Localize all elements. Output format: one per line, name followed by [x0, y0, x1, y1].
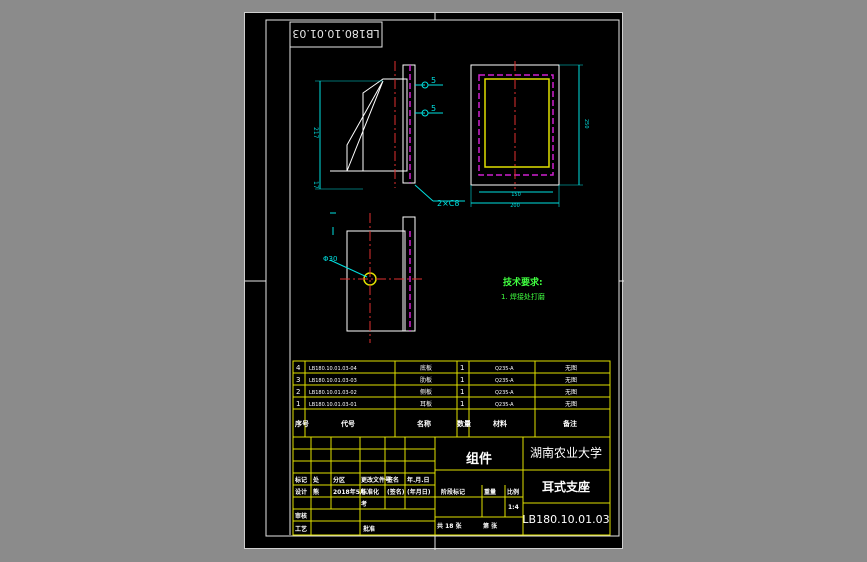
dim-right-height: 250 [583, 119, 589, 129]
hdr-name: 名称 [417, 419, 431, 428]
lbl-stage: 阶段标记 [441, 488, 465, 496]
dim-inner-width: 150 [511, 192, 521, 198]
part-name: 耳式支座 [542, 479, 590, 494]
parts-cell-name: 耳板 [420, 400, 432, 408]
parts-cell-material: Q235-A [495, 390, 514, 396]
lbl-sign2: (签名) [387, 488, 405, 496]
cad-drawing: LB180.10.01.03 217 17 5 5 2×C8 150 [245, 13, 624, 550]
parts-cell-material: Q235-A [495, 402, 514, 408]
parts-cell-remark: 无图 [565, 401, 577, 408]
lbl-zone: 分区 [333, 476, 345, 484]
lbl-standard: 标准化 [360, 488, 379, 496]
parts-cell-qty: 1 [460, 388, 464, 396]
university-name: 湖南农业大学 [530, 445, 602, 460]
parts-cell-code: LB180.10.01.03-02 [309, 390, 357, 396]
hdr-material: 材料 [492, 419, 507, 428]
lbl-date: 年.月.日 [407, 476, 430, 484]
lbl-change-doc: 更改文件号 [361, 476, 391, 484]
lbl-scale: 比例 [507, 488, 519, 496]
drawing-code: LB180.10.01.03 [522, 513, 609, 526]
parts-cell-seq: 2 [296, 388, 300, 396]
hdr-code: 代号 [340, 419, 355, 428]
parts-cell-remark: 无图 [565, 365, 577, 372]
chamfer-note: 2×C8 [437, 199, 459, 208]
parts-cell-name: 肋板 [420, 376, 432, 384]
lbl-kao: 考 [361, 500, 367, 508]
lbl-sign: 签名 [386, 476, 399, 484]
drawing-number-box [289, 21, 383, 48]
lbl-sheets-total: 共 18 张 [437, 522, 463, 530]
parts-cell-qty: 1 [460, 400, 464, 408]
inner-frame [265, 19, 620, 537]
parts-cell-material: Q235-A [495, 366, 514, 372]
front-view: 217 17 5 5 2×C8 [312, 61, 465, 208]
parts-cell-code: LB180.10.01.03-03 [309, 378, 357, 384]
parts-cell-qty: 1 [460, 364, 464, 372]
parts-cell-remark: 无图 [565, 389, 577, 396]
lbl-sheet-no: 第 张 [482, 522, 498, 530]
assembly-label: 组件 [466, 451, 492, 467]
lbl-weight: 重量 [484, 488, 496, 496]
lbl-scale-val: 1:4 [508, 504, 519, 511]
parts-cell-qty: 1 [460, 376, 464, 384]
dim-left-base: 17 [312, 181, 319, 189]
hdr-qty: 数量 [457, 419, 471, 428]
parts-cell-code: LB180.10.01.03-01 [309, 402, 357, 408]
weld-symbol-5b: 5 [431, 104, 436, 113]
lbl-process: 工艺 [295, 525, 307, 533]
side-view: 150 200 250 [470, 61, 589, 209]
parts-cell-name: 侧板 [420, 388, 432, 396]
parts-cell-remark: 无图 [565, 377, 577, 384]
lbl-approve: 批准 [363, 525, 375, 533]
drawing-sheet: LB180.10.01.03 217 17 5 5 2×C8 150 [244, 12, 624, 550]
lbl-check: 审核 [295, 512, 307, 520]
parts-cell-code: LB180.10.01.03-04 [309, 366, 357, 372]
dim-left-height: 217 [312, 127, 319, 139]
hdr-seq: 序号 [294, 419, 309, 428]
weld-symbol-5a: 5 [431, 76, 436, 85]
drawing-number-text: LB180.10.01.03 [292, 27, 379, 40]
parts-cell-name: 底板 [420, 364, 432, 372]
title-block [292, 436, 611, 536]
parts-cell-seq: 1 [296, 400, 300, 408]
parts-cell-seq: 4 [296, 364, 301, 372]
hdr-remark: 备注 [562, 419, 577, 428]
dim-outer-width: 200 [510, 203, 520, 209]
parts-cell-seq: 3 [296, 376, 300, 384]
tech-req-title: 技术要求: [503, 276, 543, 288]
lbl-design: 设计 [295, 488, 307, 496]
top-view: Φ30 [323, 212, 425, 343]
hole-diameter: Φ30 [323, 255, 337, 263]
parts-cell-material: Q235-A [495, 378, 514, 384]
lbl-designer: 熊 [313, 488, 319, 496]
tech-req-item1: 1. 焊接处打磨 [501, 292, 545, 301]
lbl-mark: 标记 [294, 476, 307, 484]
lbl-count: 处 [312, 476, 320, 484]
lbl-design-date: 2018年5月 [333, 488, 366, 496]
lbl-date2: (年月日) [407, 488, 431, 496]
